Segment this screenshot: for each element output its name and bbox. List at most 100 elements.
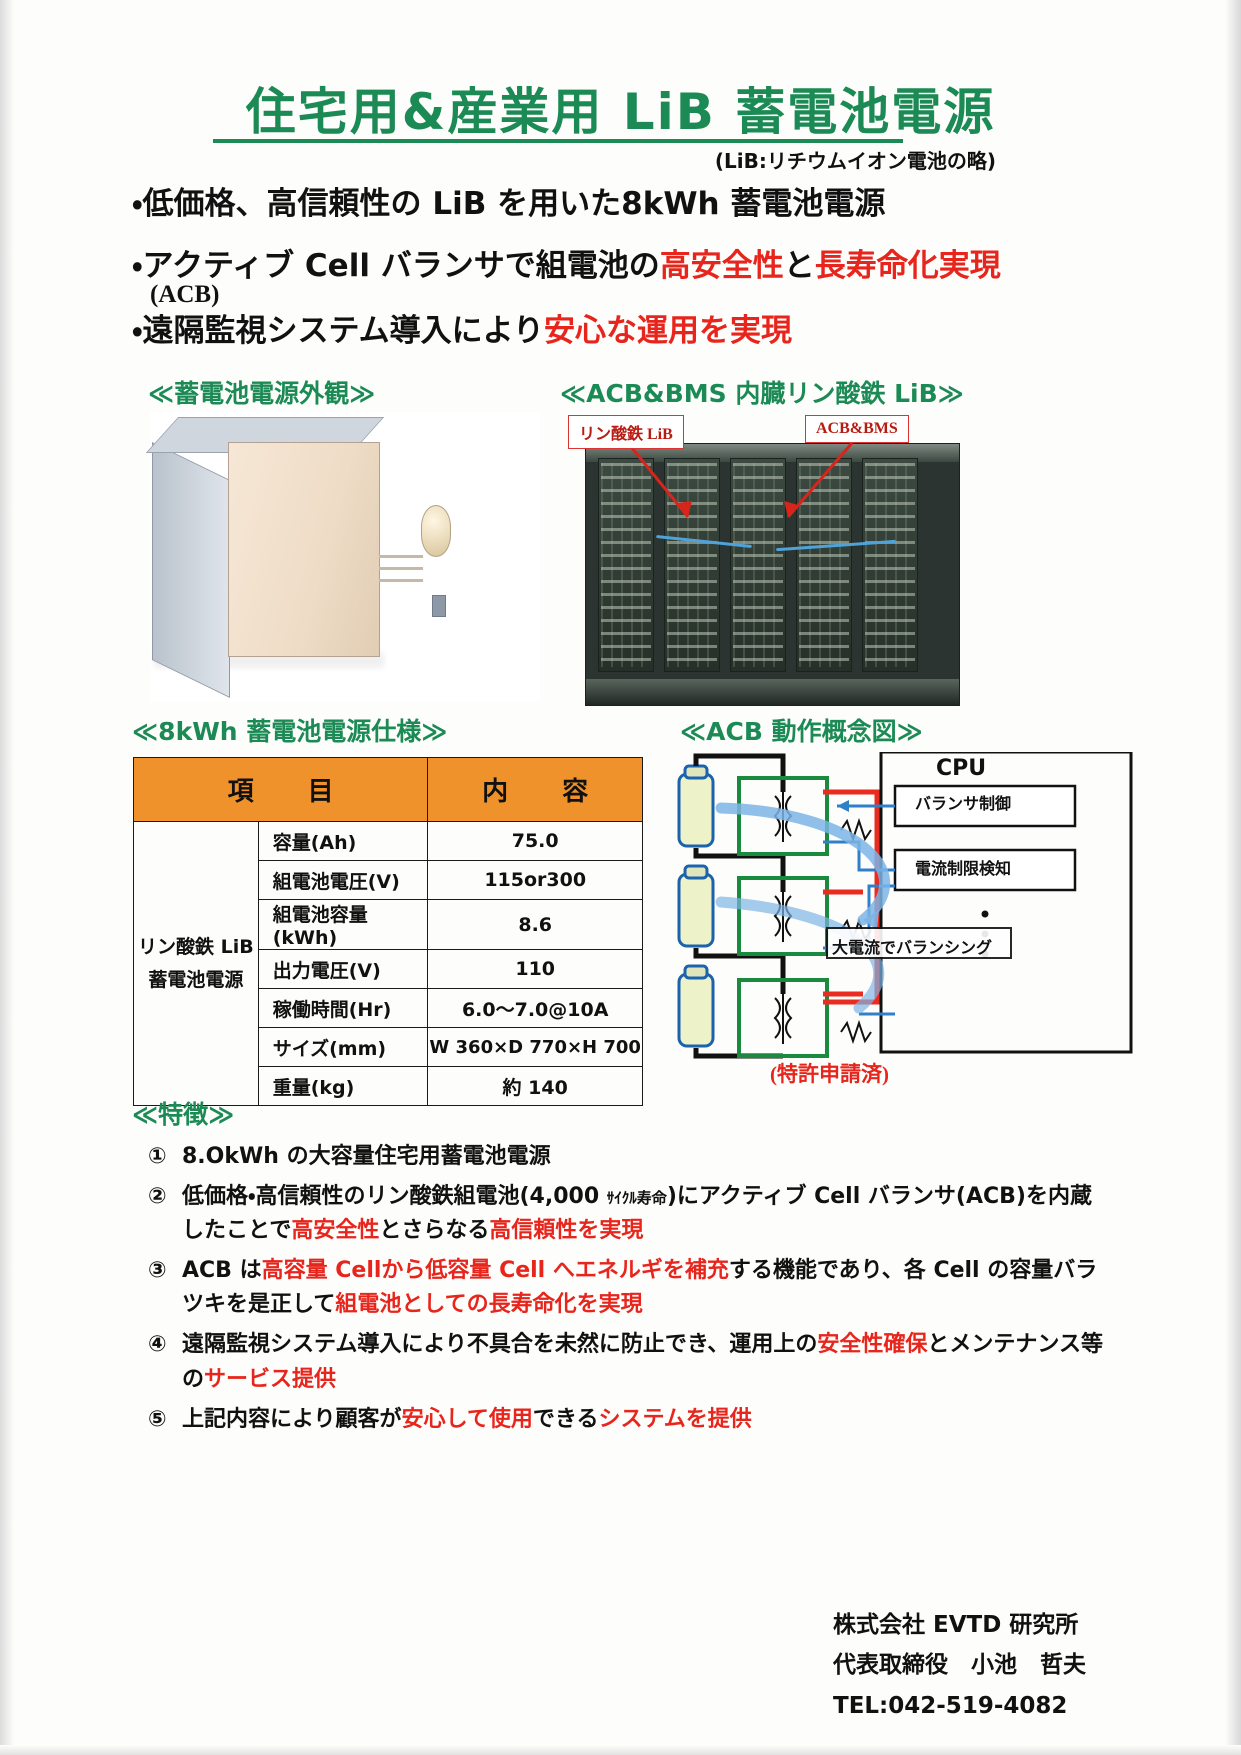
title-abbreviation-note: (LiB:リチウムイオン電池の略) (714, 149, 996, 173)
feature-highlight: 高容量 Cellから低容量 Cell へエネルギを補充 (261, 1258, 729, 1284)
row-group-label-line2: 蓄電池電源 (148, 968, 244, 991)
battery-cell-array (667, 463, 717, 667)
feature-item: ① 8.OkWh の大容量住宅用蓄電池電源 (148, 1140, 1108, 1174)
feature-highlight: 高安全性 (291, 1218, 380, 1244)
battery-cell-array (865, 463, 915, 667)
spec-item-value: W 360×D 770×H 700 (427, 1027, 643, 1067)
feature-highlight: 高信頼性を実現 (489, 1218, 644, 1244)
bullet-point-1: ・低価格、高信頼性の LiB を用いた8kWh 蓄電池電源 (132, 178, 885, 223)
feature-text: 上記内容により顧客が安心して使用できるシステムを提供 (182, 1403, 1108, 1437)
photo-battery-cabinet-exterior (145, 412, 540, 702)
feature-number: ④ (148, 1332, 167, 1358)
table-row: リン酸鉄 LiB 蓄電池電源 容量(Ah) 75.0 (133, 821, 643, 1106)
feature-text: ACB は高容量 Cellから低容量 Cell へエネルギを補充する機能であり、… (182, 1254, 1108, 1322)
resistor-symbol (840, 1019, 872, 1045)
feature-plain: とメンテナンス等の (182, 1332, 1103, 1392)
row-group-label-line1: リン酸鉄 LiB (137, 936, 254, 959)
feature-text: 8.OkWh の大容量住宅用蓄電池電源 (182, 1140, 1108, 1174)
battery-module-column (598, 458, 654, 672)
cabinet-vent-slot (379, 567, 423, 570)
feature-highlight: 組電池としての長寿命化を実現 (335, 1292, 643, 1318)
balancing-label: 大電流でバランシング (832, 938, 993, 957)
feature-number: ① (148, 1144, 167, 1169)
spec-item-value: 約 140 (427, 1066, 643, 1106)
table-header-item: 項 目 (132, 757, 429, 822)
bullet-2-mid: と (783, 248, 815, 284)
battery-module-column (730, 458, 786, 672)
callout-lifepo4-lib: リン酸鉄 LiB (568, 415, 684, 449)
continuation-dot (981, 910, 989, 918)
cabinet-vent-slot (379, 555, 423, 558)
battery-module-column (862, 458, 918, 672)
bullet-2-subnote: (ACB) (150, 281, 220, 308)
table-row: 稼働時間(Hr) 6.0〜7.0@10A (134, 988, 643, 1028)
battery-module-column (796, 458, 852, 672)
spec-item-value: 115or300 (427, 860, 643, 900)
specification-table: 項 目 内 容 リン酸鉄 LiB 蓄電池電源 容量(Ah) 75.0 組電池電圧… (132, 757, 643, 1106)
feature-plain: 低価格・高信頼性のリン酸鉄組電池(4,000 (182, 1184, 607, 1210)
spec-item-label: 容量(Ah) (257, 821, 429, 861)
feature-highlight: 安心して使用 (401, 1406, 533, 1432)
table-row: 重量(kg) 約 140 (134, 1066, 643, 1106)
cpu-balancer-control-label: バランサ制御 (914, 794, 1011, 813)
caption-internal-photo: ≪ACB&BMS 内臓リン酸鉄 LiB≫ (560, 379, 964, 408)
bullet-1-text: ・低価格、高信頼性の LiB を用いた8kWh 蓄電池電源 (132, 186, 886, 222)
bullet-point-2: ・アクティブ Cell バランサで組電池の高安全性と長寿命化実現 (132, 240, 1001, 285)
acb-concept-diagram (677, 752, 1133, 1059)
spec-item-label: 出力電圧(V) (257, 949, 429, 989)
spec-item-label: 稼働時間(Hr) (257, 988, 429, 1028)
scan-edge-left (0, 0, 14, 1755)
cpu-function-box-balancer (893, 784, 1077, 828)
series-bus-line (693, 753, 786, 792)
cabinet-front-panel (228, 442, 451, 657)
table-row: 組電池電圧(V) 115or300 (134, 860, 643, 900)
feature-plain: ACB は (182, 1258, 262, 1284)
feature-item: ④ 遠隔監視システム導入により不具合を未然に防止でき、運用上の安全性確保とメンテナ… (148, 1328, 1108, 1396)
bullet-2-prefix: ・アクティブ Cell バランサで組電池の (132, 248, 660, 284)
caption-acb-diagram: ≪ACB 動作概念図≫ (680, 717, 923, 746)
spec-item-value: 6.0〜7.0@10A (427, 988, 643, 1028)
patent-pending-note: (特許申請済) (770, 1062, 889, 1086)
resistor-symbol (840, 817, 872, 843)
battery-cell-symbol-2 (677, 864, 715, 948)
bullet-point-3: ・遠隔監視システム導入により安心な運用を実現 (132, 305, 792, 350)
footer-company-name: 株式会社 EVTD 研究所 (833, 1612, 1079, 1638)
feature-text: 遠隔監視システム導入により不具合を未然に防止でき、運用上の安全性確保とメンテナン… (182, 1328, 1108, 1396)
control-signal-arrow (837, 800, 849, 812)
feature-plain: 上記内容により顧客が (182, 1406, 402, 1432)
cabinet-left-panel (152, 442, 230, 699)
spec-item-label: 組電池電圧(V) (257, 860, 429, 900)
caption-spec-table: ≪8kWh 蓄電池電源仕様≫ (132, 717, 448, 746)
footer-contact-block: 株式会社 EVTD 研究所 代表取締役 小池 哲夫 TEL:042-519-40… (833, 1605, 1086, 1726)
feature-item: ③ ACB は高容量 Cellから低容量 Cell へエネルギを補充する機能であり… (148, 1254, 1108, 1322)
feature-highlight: サービス提供 (204, 1366, 337, 1392)
feature-number: ③ (148, 1258, 167, 1284)
title-underline (213, 139, 903, 143)
caption-exterior-photo: ≪蓄電池電源外観≫ (148, 379, 376, 408)
spec-item-value: 75.0 (427, 821, 643, 861)
table-header-row: 項 目 内 容 (132, 757, 643, 822)
table-row: 組電池容量(kWh) 8.6 (134, 899, 643, 950)
battery-cell-array (601, 463, 651, 667)
cabinet-vent-slot (379, 579, 423, 582)
transformer-block-3 (737, 978, 829, 1058)
callout-acb-bms: ACB&BMS (805, 415, 909, 443)
bullet-2-highlight-2: 長寿命化実現 (814, 248, 1001, 284)
cabinet-label-badge (432, 595, 446, 617)
rack-bottom-frame (586, 679, 959, 705)
feature-highlight: 安全性確保 (817, 1332, 928, 1358)
feature-plain: 遠隔監視システム導入により不具合を未然に防止でき、運用上の (182, 1332, 818, 1358)
feature-plain: できる (532, 1406, 599, 1432)
battery-cell-symbol-1 (677, 764, 715, 848)
caption-features: ≪特徴≫ (132, 1100, 235, 1129)
cpu-function-box-current (893, 848, 1077, 892)
feature-plain: )にアクティブ Cell バランサ(ACB)を内蔵したことで (182, 1184, 1092, 1244)
energy-flow-ribbon (715, 802, 890, 926)
table-row: 出力電圧(V) 110 (134, 949, 643, 989)
bullet-2-highlight-1: 高安全性 (659, 248, 784, 284)
feature-highlight: システムを提供 (598, 1406, 752, 1432)
spec-item-label: 組電池容量(kWh) (257, 899, 429, 950)
